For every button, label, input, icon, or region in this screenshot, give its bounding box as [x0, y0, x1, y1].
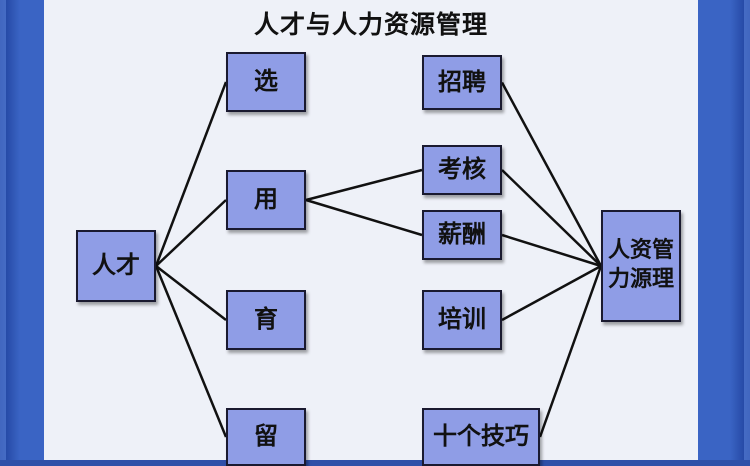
connector-jiqiao-hrm — [538, 265, 603, 438]
connector-layer — [154, 81, 603, 438]
node-yong: 用 — [226, 170, 306, 230]
connector-rencai-liu — [154, 265, 228, 438]
node-jiqiao: 十个技巧 — [422, 408, 540, 466]
connector-rencai-xuan — [154, 81, 228, 267]
connector-yong-kaohe — [305, 168, 423, 202]
connector-rencai-yong — [155, 199, 227, 267]
connector-peixun-hrm — [501, 264, 602, 322]
diagram-canvas: 人才与人力资源管理 人才 选 用 育 留 招聘 考核 薪酬 培训 十个技巧 人力… — [44, 0, 698, 466]
connector-yong-xinchou — [305, 198, 423, 237]
right-border-stripe — [744, 0, 750, 460]
node-yu: 育 — [226, 290, 306, 350]
node-xinchou: 薪酬 — [422, 210, 502, 260]
node-hrm: 人力资源管理 — [601, 210, 681, 322]
node-liu: 留 — [226, 408, 306, 466]
connector-zhaopin-hrm — [500, 81, 603, 267]
diagram-title: 人才与人力资源管理 — [253, 10, 488, 39]
node-zhaopin: 招聘 — [422, 55, 502, 110]
connector-xinchou-hrm — [501, 233, 602, 268]
node-xuan: 选 — [226, 52, 306, 112]
node-kaohe: 考核 — [422, 145, 502, 195]
connector-kaohe-hrm — [501, 169, 602, 267]
node-peixun: 培训 — [422, 290, 502, 350]
node-rencai: 人才 — [76, 230, 156, 302]
left-border-stripe — [0, 0, 6, 460]
connector-rencai-yu — [155, 265, 227, 321]
